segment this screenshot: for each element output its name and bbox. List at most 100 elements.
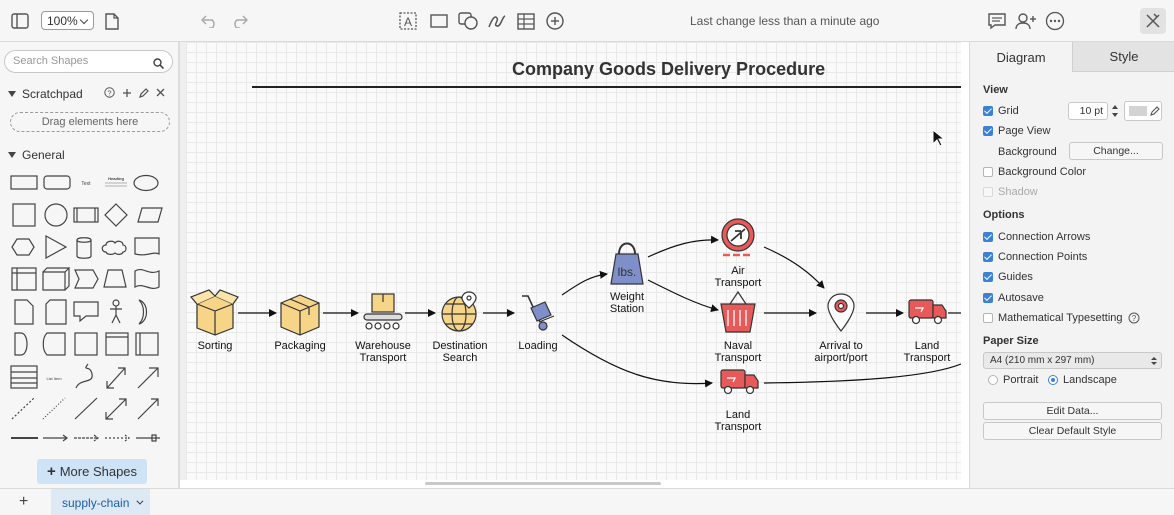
- shape-rectangle[interactable]: [10, 175, 38, 190]
- edge-weight-naval[interactable]: [647, 279, 719, 313]
- sidebar-scrollbar[interactable]: [178, 42, 180, 488]
- math-typesetting-checkbox[interactable]: [983, 313, 993, 323]
- diagram-canvas[interactable]: Company Goods Delivery Procedure: [186, 42, 961, 480]
- diagram-title[interactable]: Company Goods Delivery Procedure: [512, 59, 826, 79]
- tab-diagram[interactable]: Diagram: [970, 42, 1072, 72]
- connection-arrows-checkbox[interactable]: [983, 232, 993, 242]
- help-icon[interactable]: ?: [1128, 312, 1140, 324]
- chevron-down-icon[interactable]: [136, 497, 144, 505]
- node-arrival-label[interactable]: Arrival to airport/port: [814, 340, 867, 364]
- more-options-icon[interactable]: [1044, 10, 1066, 32]
- naval-transport-icon[interactable]: [720, 290, 756, 333]
- math-typesetting-option[interactable]: Mathematical Typesetting ?: [983, 312, 1140, 324]
- shape-trapezoid[interactable]: [103, 269, 127, 288]
- land-transport-truck-icon[interactable]: [720, 369, 759, 395]
- landscape-option[interactable]: Landscape: [1048, 374, 1117, 386]
- connection-points-option[interactable]: Connection Points: [983, 251, 1087, 263]
- scratchpad-header[interactable]: Scratchpad: [8, 87, 83, 101]
- more-shapes-button[interactable]: + More Shapes: [37, 459, 147, 484]
- edge-loading-land[interactable]: [561, 334, 713, 388]
- freehand-tool-icon[interactable]: [486, 10, 508, 32]
- shape-document[interactable]: [134, 237, 160, 256]
- tab-style[interactable]: Style: [1072, 42, 1174, 72]
- search-shapes-input[interactable]: Search Shapes: [4, 50, 173, 73]
- shape-ellipse[interactable]: [133, 174, 159, 192]
- shape-dashed-line[interactable]: [11, 397, 35, 420]
- shape-square[interactable]: [12, 203, 36, 227]
- shape-directional-connector[interactable]: [137, 398, 159, 420]
- shape-cylinder[interactable]: [76, 237, 92, 259]
- shape-actor[interactable]: [110, 306, 122, 324]
- connection-points-checkbox[interactable]: [983, 252, 993, 262]
- weight-scale-icon[interactable]: lbs.: [610, 242, 644, 285]
- landscape-radio[interactable]: [1048, 375, 1058, 385]
- redo-icon[interactable]: [228, 10, 250, 32]
- scratchpad-drop-area[interactable]: Drag elements here: [10, 112, 170, 132]
- background-color-option[interactable]: Background Color: [983, 166, 1086, 178]
- clear-default-style-button[interactable]: Clear Default Style: [983, 422, 1162, 440]
- grid-color-swatch[interactable]: [1124, 101, 1162, 121]
- node-sorting-label[interactable]: Sorting: [197, 340, 233, 352]
- shape-container[interactable]: [74, 332, 98, 356]
- shape-note[interactable]: [14, 299, 34, 325]
- comments-icon[interactable]: [986, 10, 1008, 32]
- packaging-box-icon[interactable]: [280, 294, 320, 336]
- shadow-checkbox[interactable]: [983, 187, 993, 197]
- background-color-checkbox[interactable]: [983, 167, 993, 177]
- shapes-tool-icon[interactable]: [457, 10, 479, 32]
- general-header[interactable]: General: [8, 148, 65, 162]
- node-air-label[interactable]: Air Transport: [715, 265, 762, 289]
- edit-icon[interactable]: [138, 87, 149, 98]
- help-icon[interactable]: ?: [104, 87, 115, 98]
- hand-truck-icon[interactable]: [522, 295, 555, 331]
- shape-bidirectional-connector[interactable]: [105, 398, 127, 420]
- node-land-lower-label[interactable]: Land Transport: [715, 409, 762, 433]
- shape-internal-storage[interactable]: [11, 267, 37, 291]
- shape-connector-label[interactable]: [74, 434, 99, 442]
- page-tab-supply-chain[interactable]: supply-chain: [51, 489, 150, 515]
- portrait-option[interactable]: Portrait: [988, 374, 1038, 386]
- shape-curve[interactable]: [75, 363, 93, 389]
- page-icon[interactable]: [101, 10, 123, 32]
- shape-and[interactable]: [14, 332, 28, 356]
- sorting-box-icon[interactable]: [189, 289, 239, 336]
- add-page-button[interactable]: +: [19, 493, 29, 510]
- table-tool-icon[interactable]: [515, 10, 537, 32]
- shape-tape[interactable]: [134, 268, 160, 290]
- shape-card[interactable]: [45, 299, 67, 325]
- sidebar-toggle-icon[interactable]: [9, 10, 31, 32]
- edge-weight-air[interactable]: [647, 235, 719, 258]
- shape-text[interactable]: Text: [81, 181, 91, 187]
- shape-cube[interactable]: [42, 267, 71, 291]
- shape-connector[interactable]: [43, 434, 68, 442]
- shape-connector-2-labels[interactable]: [105, 434, 130, 442]
- node-loading-label[interactable]: Loading: [518, 340, 558, 352]
- shape-dotted-line[interactable]: [42, 397, 66, 420]
- edit-data-button[interactable]: Edit Data...: [983, 402, 1162, 420]
- paper-size-select[interactable]: A4 (210 mm x 297 mm): [983, 352, 1162, 369]
- shape-diamond[interactable]: [104, 203, 128, 227]
- shape-swimlane[interactable]: [105, 332, 129, 356]
- zoom-select[interactable]: 100%: [41, 11, 94, 30]
- shape-line[interactable]: [74, 397, 98, 420]
- shape-parallelogram[interactable]: [137, 207, 163, 223]
- insert-icon[interactable]: [544, 10, 566, 32]
- land-transport-truck-right-icon[interactable]: [908, 299, 947, 325]
- page-view-option[interactable]: Page View: [983, 125, 1050, 137]
- grid-checkbox[interactable]: [983, 106, 993, 116]
- autosave-option[interactable]: Autosave: [983, 292, 1044, 304]
- shape-hexagon[interactable]: [11, 238, 35, 256]
- close-icon[interactable]: [155, 87, 166, 98]
- node-land-right-label[interactable]: Land Transport: [904, 340, 951, 364]
- shape-step[interactable]: [74, 269, 99, 289]
- shape-list[interactable]: [10, 365, 38, 389]
- air-transport-icon[interactable]: [721, 218, 755, 257]
- grid-size-input[interactable]: 10 pt: [1068, 102, 1108, 120]
- shape-bidirectional-arrow[interactable]: [106, 367, 126, 389]
- page-view-checkbox[interactable]: [983, 126, 993, 136]
- shape-process[interactable]: [73, 207, 99, 223]
- shape-triangle[interactable]: [45, 234, 68, 260]
- canvas-horizontal-scrollbar[interactable]: [425, 482, 661, 485]
- shape-frame[interactable]: [135, 332, 159, 356]
- shape-connector-symbol[interactable]: [136, 434, 160, 442]
